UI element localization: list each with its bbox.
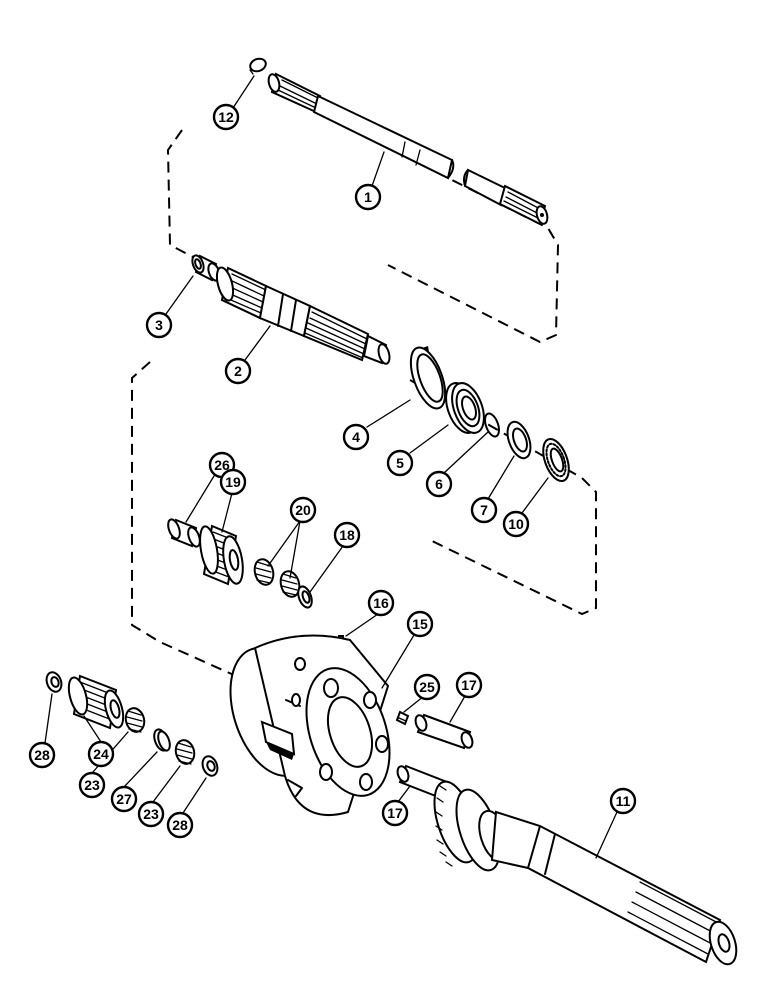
- thrust-washer-4: [409, 346, 447, 410]
- callout-label-4: 4: [352, 429, 360, 445]
- upper-group-outline: [166, 129, 560, 344]
- needle-bearing-23a: [124, 707, 146, 733]
- callout-label-7: 7: [480, 502, 488, 518]
- leader-lines: [44, 75, 618, 859]
- callout-7: 7: [470, 496, 498, 524]
- callout-label-18: 18: [339, 527, 355, 543]
- splined-shaft-2: [215, 266, 391, 365]
- callout-label-28b: 28: [172, 817, 188, 833]
- callout-1: 1: [354, 183, 382, 211]
- callout-label-25: 25: [419, 679, 435, 695]
- callout-3: 3: [145, 311, 173, 339]
- spacer-27: [153, 728, 171, 752]
- callout-17a: 17: [455, 671, 483, 699]
- callout-label-5: 5: [396, 455, 404, 471]
- shaft-1: [267, 72, 549, 226]
- callout-label-24: 24: [93, 746, 109, 762]
- callout-label-12: 12: [218, 109, 234, 125]
- callout-label-20: 20: [295, 502, 311, 518]
- callout-6: 6: [425, 470, 453, 498]
- bushing-26: [167, 518, 201, 548]
- callout-15: 15: [406, 610, 434, 638]
- callout-2: 2: [224, 357, 252, 385]
- output-shaft-11: [433, 780, 738, 966]
- callout-24: 24: [87, 740, 115, 768]
- callout-label-1: 1: [364, 189, 372, 205]
- callout-label-27: 27: [116, 791, 132, 807]
- callout-17b: 17: [381, 799, 409, 827]
- washer-28b: [201, 755, 219, 777]
- callout-10: 10: [502, 510, 530, 538]
- callout-18: 18: [333, 521, 361, 549]
- callout-label-17a: 17: [461, 677, 477, 693]
- callout-label-16: 16: [373, 595, 389, 611]
- needle-bearing-10: [542, 437, 570, 483]
- callout-label-23b: 23: [143, 806, 159, 822]
- bearing-5: [445, 382, 485, 434]
- planet-carrier-15: [229, 634, 391, 817]
- callout-16: 16: [367, 589, 395, 617]
- callout-label-26: 26: [214, 457, 230, 473]
- callout-27: 27: [110, 785, 138, 813]
- callout-label-28a: 28: [34, 747, 50, 763]
- callout-11: 11: [609, 787, 637, 815]
- gear-19: [199, 524, 244, 586]
- snap-ring-6: [484, 412, 500, 438]
- callout-19: 19: [219, 468, 247, 496]
- callout-23a: 23: [78, 771, 106, 799]
- needle-bearing-20: [253, 558, 301, 598]
- set-screw-25: [395, 710, 410, 726]
- callout-label-3: 3: [155, 317, 163, 333]
- callout-label-11: 11: [616, 793, 631, 809]
- washer-7: [506, 420, 532, 460]
- callout-label-19: 19: [225, 474, 241, 490]
- callout-28b: 28: [166, 811, 194, 839]
- callout-label-23a: 23: [84, 777, 100, 793]
- callout-25: 25: [413, 673, 441, 701]
- callout-23b: 23: [137, 800, 165, 828]
- callout-label-15: 15: [412, 616, 428, 632]
- callout-label-10: 10: [508, 516, 524, 532]
- planet-shaft-17a: [414, 713, 474, 750]
- callout-28a: 28: [28, 741, 56, 769]
- callout-5: 5: [386, 449, 414, 477]
- gear-24: [67, 674, 125, 730]
- washer-18: [297, 585, 313, 609]
- callout-4: 4: [342, 423, 370, 451]
- washer-28a: [45, 671, 63, 693]
- callout-label-17b: 17: [387, 805, 403, 821]
- needle-bearing-23b: [174, 739, 196, 765]
- callout-label-6: 6: [435, 476, 443, 492]
- callout-20: 20: [289, 496, 317, 524]
- snap-ring-12: [249, 57, 267, 75]
- callout-12: 12: [212, 103, 240, 131]
- callout-label-2: 2: [234, 363, 242, 379]
